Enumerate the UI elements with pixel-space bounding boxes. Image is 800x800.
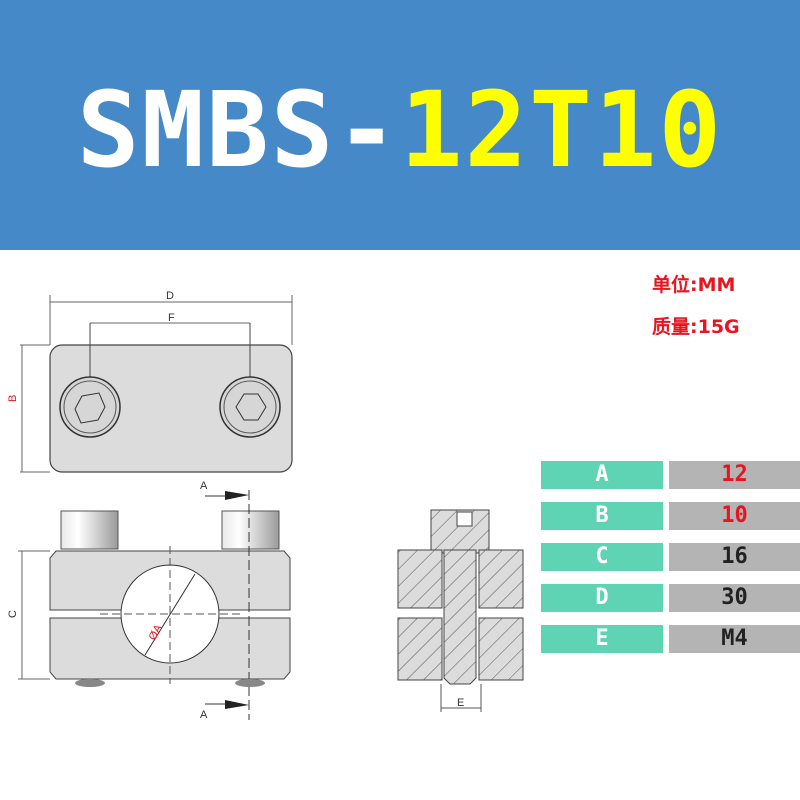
spec-key: C	[541, 543, 663, 571]
dim-c-label: C	[7, 610, 19, 618]
dim-b-label: B	[7, 395, 19, 402]
product-title: SMBS-12T10	[0, 78, 800, 182]
weight-label: 质量:15G	[652, 316, 740, 338]
section-a-top-label: A	[200, 480, 208, 492]
spec-row-c: C 16	[541, 543, 800, 571]
title-series: SMBS-	[76, 69, 400, 191]
spec-key: D	[541, 584, 663, 612]
spec-key: A	[541, 461, 663, 489]
header-banner: SMBS-12T10	[0, 0, 800, 250]
spec-value: 30	[669, 584, 800, 612]
dim-f-label: F	[168, 312, 175, 324]
spec-value: 12	[669, 461, 800, 489]
spec-value: 16	[669, 543, 800, 571]
spec-row-a: A 12	[541, 461, 800, 489]
front-view: C A A ØA	[7, 480, 291, 721]
title-model: 12T10	[400, 69, 724, 191]
unit-label: 单位:MM	[652, 274, 736, 296]
spec-row-e: E M4	[541, 625, 800, 653]
spec-row-b: B 10	[541, 502, 800, 530]
dim-d-label: D	[166, 290, 174, 302]
top-view: D F B	[7, 290, 293, 473]
spec-value: 10	[669, 502, 800, 530]
section-a-bottom-label: A	[200, 709, 208, 721]
spec-key: E	[541, 625, 663, 653]
section-view: E	[397, 509, 524, 712]
spec-value: M4	[669, 625, 800, 653]
spec-row-d: D 30	[541, 584, 800, 612]
spec-key: B	[541, 502, 663, 530]
dim-e-label: E	[457, 697, 464, 709]
